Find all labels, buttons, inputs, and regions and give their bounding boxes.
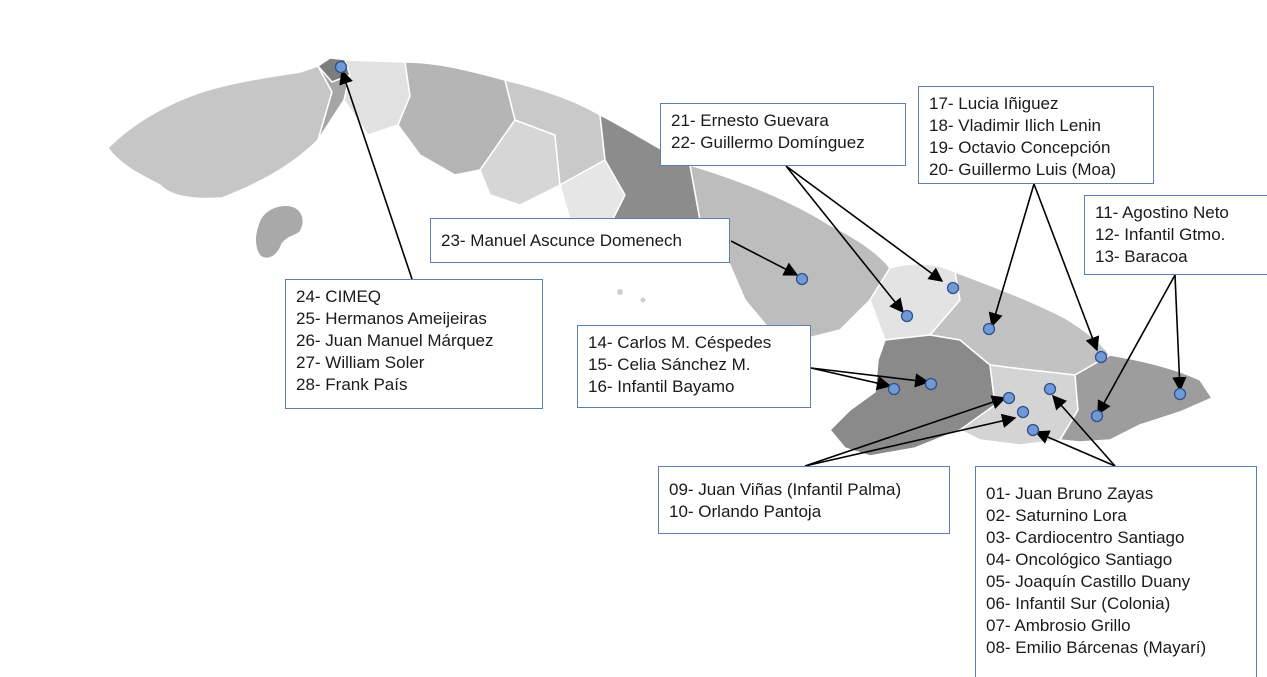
- legend-box-las-tunas: 21- Ernesto Guevara 22- Guillermo Domíngu…: [660, 103, 906, 166]
- hospital-label: 10- Orlando Pantoja: [669, 502, 822, 521]
- cuba-island: [107, 57, 1214, 457]
- arrow: [339, 69, 413, 280]
- marker-mayari: [1094, 350, 1108, 364]
- arrow: [1052, 394, 1116, 467]
- cay: [640, 297, 646, 303]
- legend-box-holguin: 17- Lucia Iñiguez 18- Vladimir Ilich Leni…: [918, 86, 1154, 184]
- arrow: [810, 367, 892, 391]
- arrow: [1034, 430, 1116, 467]
- hospital-label: 09- Juan Viñas (Infantil Palma): [669, 480, 902, 499]
- arrow: [785, 165, 904, 314]
- hospital-label: 06- Infantil Sur (Colonia): [986, 594, 1171, 613]
- hospital-label: 04- Oncológico Santiago: [986, 550, 1173, 569]
- hospital-label: 18- Vladimir Ilich Lenin: [929, 116, 1101, 135]
- marker-baracoa: [1173, 387, 1187, 401]
- hospital-label: 16- Infantil Bayamo: [588, 377, 735, 396]
- hospital-label: 21- Ernesto Guevara: [671, 111, 829, 130]
- hospital-label: 19- Octavio Concepción: [929, 138, 1111, 157]
- marker-santiago-2: [1026, 423, 1040, 437]
- legend-box-camaguey: 23- Manuel Ascunce Domenech: [430, 218, 730, 263]
- province-camaguey: [689, 163, 891, 341]
- hospital-label: 24- CIMEQ: [296, 287, 382, 306]
- marker-holguin: [982, 322, 996, 336]
- marker-bayamo-2: [887, 382, 901, 396]
- arrow: [1033, 183, 1100, 352]
- arrow: [804, 395, 1007, 467]
- isla-de-la-juventud: [254, 204, 305, 260]
- arrow: [988, 183, 1035, 328]
- hospital-label: 28- Frank País: [296, 375, 408, 394]
- hospital-label: 27- William Soler: [296, 353, 425, 372]
- arrow: [730, 240, 799, 276]
- hospital-label: 05- Joaquín Castillo Duany: [986, 572, 1191, 591]
- hospital-label: 03- Cardiocentro Santiago: [986, 528, 1185, 547]
- hospital-label: 02- Saturnino Lora: [986, 506, 1127, 525]
- legend-box-guantanamo: 11- Agostino Neto 12- Infantil Gtmo. 13- B…: [1084, 195, 1267, 275]
- hospital-label: 08- Emilio Bárcenas (Mayarí): [986, 638, 1207, 657]
- hospital-label: 13- Baracoa: [1095, 247, 1188, 266]
- marker-santiago-1: [1043, 382, 1057, 396]
- connector-arrows: [339, 69, 1187, 467]
- marker-las-tunas-1: [946, 281, 960, 295]
- marker-havana: [334, 60, 348, 74]
- legend-box-granma: 14- Carlos M. Céspedes 15- Celia Sánchez …: [577, 325, 811, 408]
- hospital-label: 11- Agostino Neto: [1095, 203, 1229, 222]
- arrow: [785, 165, 944, 282]
- hospital-label: 07- Ambrosio Grillo: [986, 616, 1131, 635]
- hospital-label: 17- Lucia Iñiguez: [929, 94, 1059, 113]
- hospital-label: 15- Celia Sánchez M.: [588, 355, 751, 374]
- hospital-label: 26- Juan Manuel Márquez: [296, 331, 494, 350]
- legend-box-palma: 09- Juan Viñas (Infantil Palma) 10- Orlan…: [658, 466, 950, 534]
- arrow: [1097, 274, 1176, 416]
- hospital-label: 25- Hermanos Ameijeiras: [296, 309, 487, 328]
- marker-guantanamo: [1090, 409, 1104, 423]
- marker-camaguey: [795, 272, 809, 286]
- hospital-label: 23- Manuel Ascunce Domenech: [441, 231, 682, 250]
- province-pinar-del-rio: [107, 65, 333, 200]
- arrow: [804, 413, 1017, 467]
- arrow: [810, 367, 930, 388]
- marker-las-tunas-2: [900, 309, 914, 323]
- marker-palma-1: [1002, 391, 1016, 405]
- hospital-label: 22- Guillermo Domínguez: [671, 133, 865, 152]
- hospital-label: 20- Guillermo Luis (Moa): [929, 160, 1117, 179]
- marker-palma-2: [1016, 405, 1030, 419]
- province-matanzas: [397, 61, 516, 176]
- marker-bayamo-1: [924, 377, 938, 391]
- hospital-markers: [334, 60, 1187, 437]
- cay: [617, 289, 623, 295]
- legend-box-havana: 24- CIMEQ 25- Hermanos Ameijeiras 26- Juan…: [285, 279, 543, 409]
- province-granma: [828, 334, 996, 457]
- arrow: [1172, 274, 1187, 392]
- hospital-label: 01- Juan Bruno Zayas: [986, 484, 1154, 503]
- legend-box-santiago: 01- Juan Bruno Zayas 02- Saturnino Lora 03…: [975, 466, 1257, 677]
- hospital-label: 12- Infantil Gtmo.: [1095, 225, 1226, 244]
- hospital-label: 14- Carlos M. Céspedes: [588, 333, 772, 352]
